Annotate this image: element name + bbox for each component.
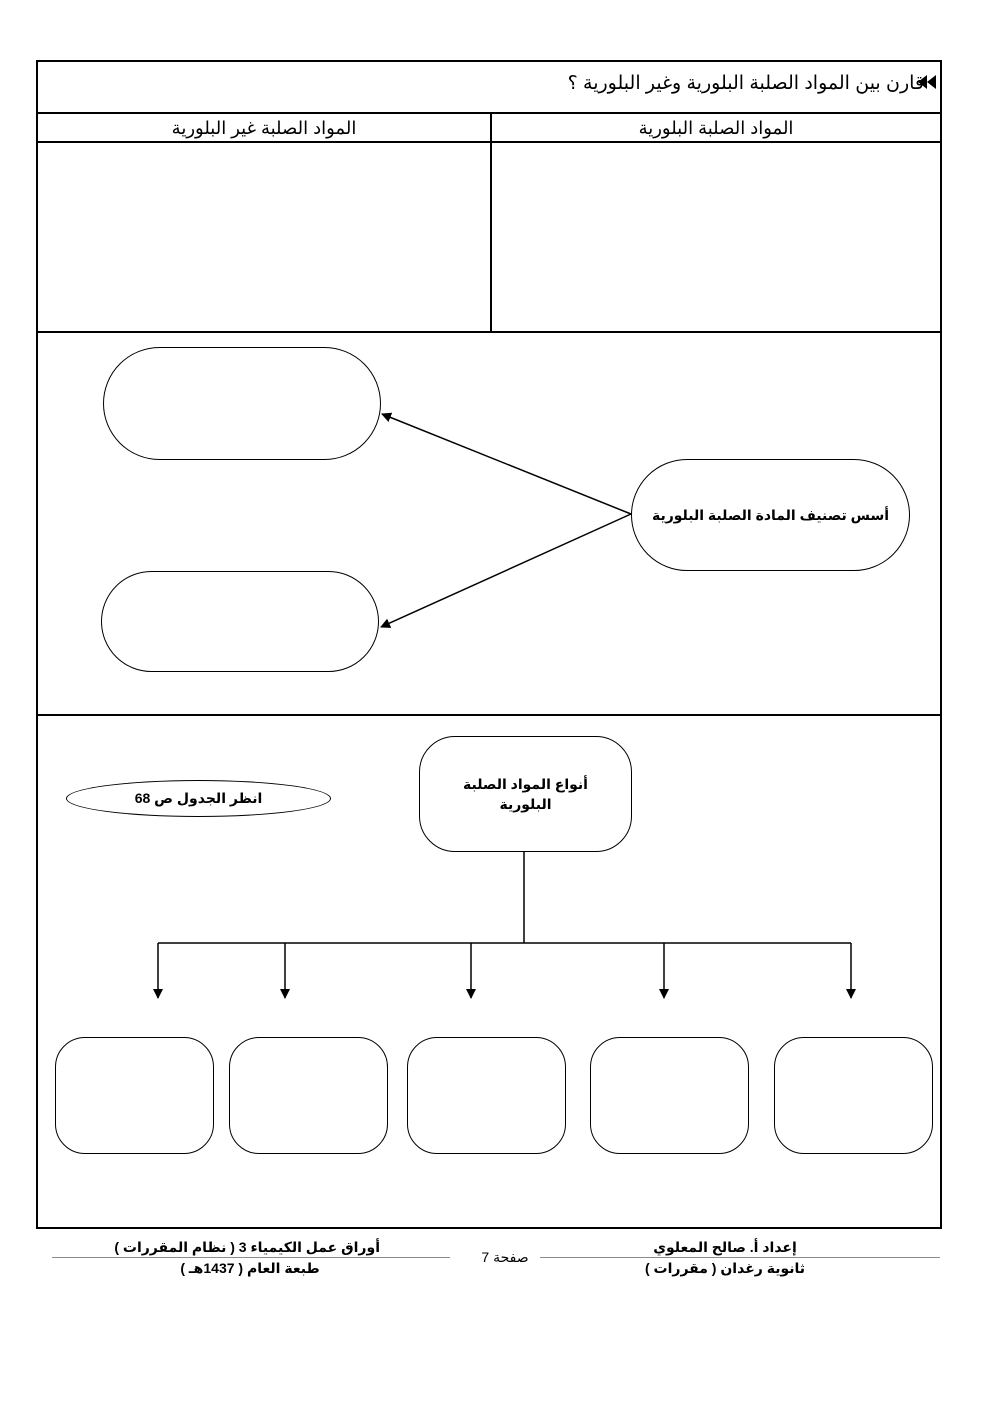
divider-under-question xyxy=(36,112,942,114)
type-answer-box-2[interactable] xyxy=(590,1037,749,1154)
classification-answer-oval-bottom[interactable] xyxy=(101,571,379,672)
arrow-to-top-oval xyxy=(381,412,632,515)
footer-edition: طبعة العام ( 1437هـ ) xyxy=(180,1260,320,1276)
table-column-divider xyxy=(490,112,492,332)
table-header-divider xyxy=(36,141,942,143)
type-answer-box-3[interactable] xyxy=(407,1037,566,1154)
double-left-triangle-icon xyxy=(918,75,936,94)
see-table-note-label: انظر الجدول ص 68 xyxy=(134,790,263,806)
question-text: قارن بين المواد الصلبة البلورية وغير الب… xyxy=(567,73,924,94)
footer-course-title: أوراق عمل الكيمياء 3 ( نظام المقررات ) xyxy=(114,1239,380,1255)
footer-rule-right xyxy=(540,1257,940,1258)
footer-rule-left xyxy=(52,1257,450,1258)
classification-answer-oval-top[interactable] xyxy=(103,347,381,460)
section-divider-2 xyxy=(36,714,942,716)
arrow-to-bottom-oval xyxy=(380,513,632,628)
footer-school: ثانوية رغدان ( مقررات ) xyxy=(644,1260,805,1276)
types-root-box: أنواع المواد الصلبة البلورية xyxy=(419,736,632,852)
type-answer-box-4[interactable] xyxy=(229,1037,388,1154)
classification-center-oval: أسس تصنيف المادة الصلبة البلورية xyxy=(631,459,910,571)
footer-page-number: صفحة 7 xyxy=(481,1249,529,1265)
type-answer-box-5[interactable] xyxy=(55,1037,214,1154)
type-answer-box-1[interactable] xyxy=(774,1037,933,1154)
header-crystalline: المواد الصلبة البلورية xyxy=(638,118,794,138)
types-root-label: أنواع المواد الصلبة البلورية xyxy=(463,776,588,812)
header-amorphous: المواد الصلبة غير البلورية xyxy=(171,118,357,138)
footer-author: إعداد أ. صالح المعلوي xyxy=(653,1239,797,1255)
worksheet-frame xyxy=(36,60,942,1229)
section-divider-1 xyxy=(36,331,942,333)
see-table-note: انظر الجدول ص 68 xyxy=(66,780,331,817)
classification-center-label: أسس تصنيف المادة الصلبة البلورية xyxy=(651,506,890,523)
